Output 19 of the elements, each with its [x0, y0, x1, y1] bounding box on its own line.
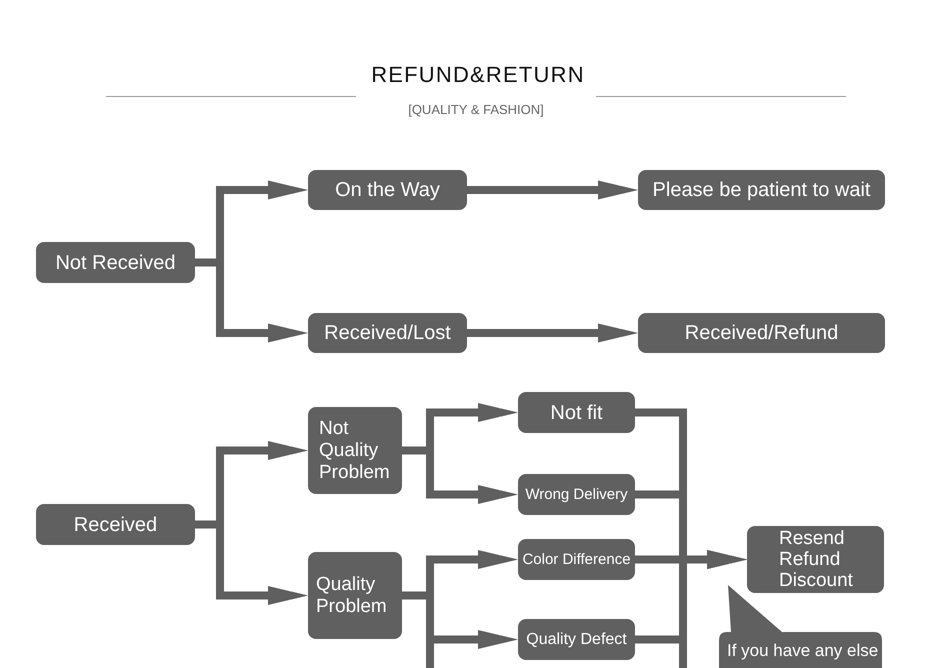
- callout-text: If you have any else: [727, 641, 878, 661]
- process-box: Received/Lost: [308, 313, 467, 353]
- process-box: Not fit: [518, 392, 635, 433]
- process-box: On the Way: [308, 170, 467, 210]
- process-box: Received/Refund: [638, 313, 885, 353]
- arrow: [467, 180, 638, 200]
- arrow: [679, 550, 747, 668]
- process-box: Resend Refund Discount: [747, 526, 884, 593]
- process-box: Not Quality Problem: [308, 407, 402, 494]
- process-box: Quality Defect: [518, 619, 635, 660]
- subtitle: [QUALITY & FASHION]: [408, 102, 544, 118]
- process-box: Received: [36, 504, 195, 545]
- title: REFUND&RETURN: [371, 62, 585, 88]
- arrow: [467, 324, 638, 342]
- process-box: Color Difference: [518, 539, 635, 580]
- process-box: Quality Problem: [308, 552, 402, 639]
- process-box: Not Received: [36, 242, 195, 283]
- process-box: Wrong Delivery: [518, 474, 635, 515]
- process-box: Please be patient to wait: [638, 170, 885, 210]
